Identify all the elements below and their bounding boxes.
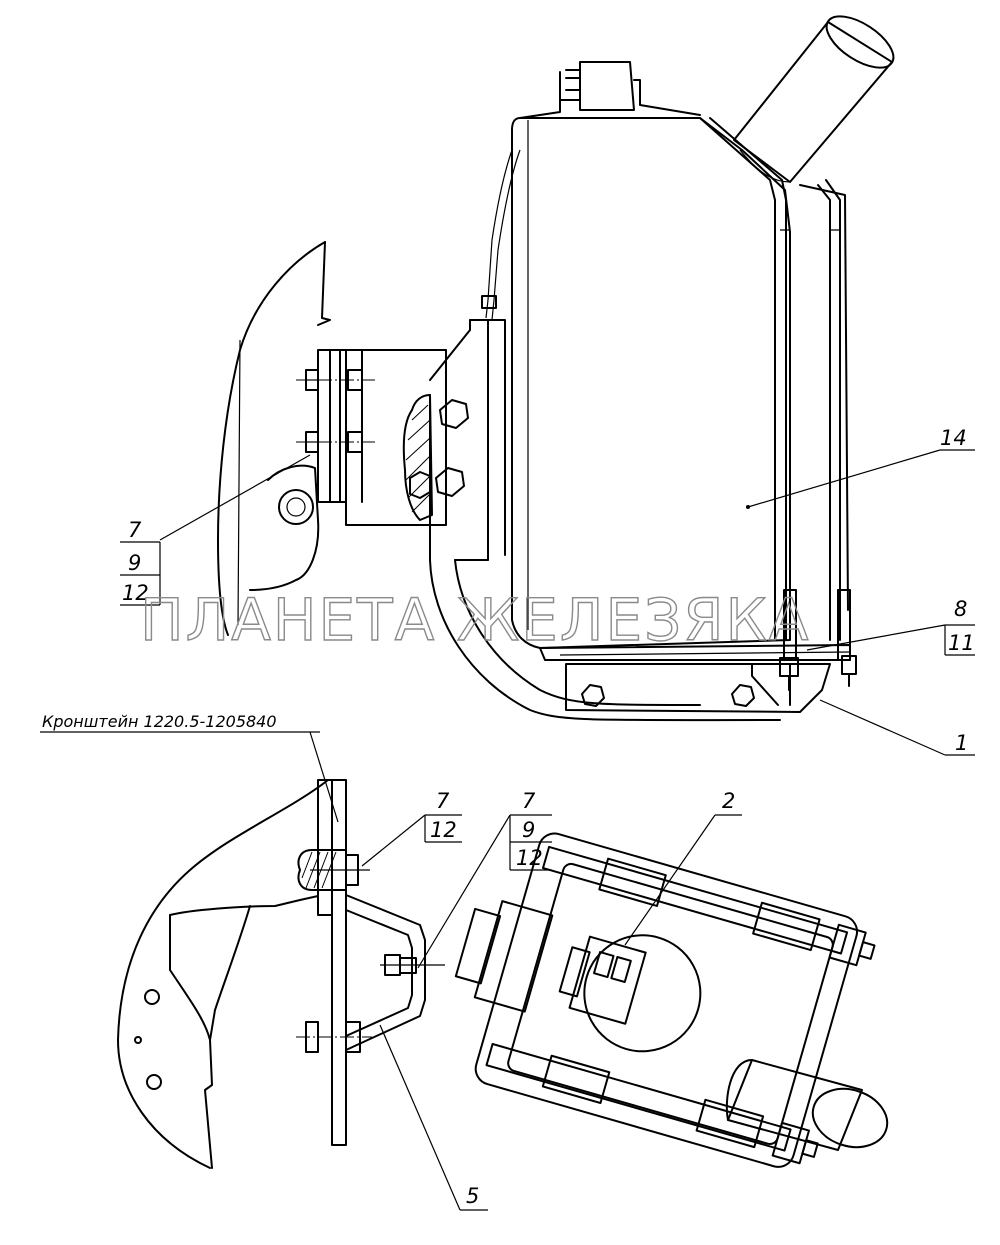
bent-bracket: [345, 894, 426, 1051]
callout-group-mid: 7 12: [424, 789, 462, 843]
callout-1: 1: [955, 731, 968, 755]
pipe-end: [825, 15, 895, 69]
callout-7b: 7: [436, 789, 450, 813]
nut: [347, 369, 363, 391]
mount-plate-outer: [317, 349, 347, 503]
callout-5: 5: [466, 1184, 479, 1208]
frame-hole: [146, 1074, 162, 1090]
callout-group-right: 8 11: [944, 597, 975, 656]
callout-9: 9: [128, 551, 141, 575]
connector-block: [568, 935, 647, 1025]
electrical-connector: [579, 61, 635, 111]
bottom-plate: [565, 663, 831, 713]
callout-group-mid2: 7 9 12: [509, 789, 552, 871]
callout-group-top-left: 7 9 12: [120, 518, 161, 606]
nut: [347, 431, 363, 453]
cylinder: [727, 1059, 863, 1151]
mount-plate-inner: [345, 349, 447, 526]
battery-assembly: [454, 832, 876, 1168]
frame-contour-bottom: [117, 779, 329, 1169]
callout-7: 7: [128, 518, 142, 542]
clamp-bar: [542, 845, 849, 955]
tank-strap: [817, 184, 831, 641]
frame-cutaway: [249, 464, 320, 591]
clamp-bar: [485, 1042, 792, 1152]
strap-clamp: [837, 589, 851, 661]
callout-12: 12: [122, 581, 149, 605]
bracket-plate: [317, 779, 333, 916]
hex-bolt: [581, 684, 605, 707]
watermark: ПЛАНЕТА ЖЕЛЕЗЯКА: [140, 586, 810, 654]
callout-14: 14: [940, 426, 967, 450]
callout-7c: 7: [522, 789, 536, 813]
frame-contour-top: [217, 241, 326, 636]
outlet-pipe: [733, 21, 893, 183]
callout-8: 8: [954, 597, 967, 621]
top-assembly: [217, 15, 895, 722]
bottom-assembly: [117, 779, 889, 1169]
frame-hole: [134, 1036, 142, 1044]
cylinder-end: [811, 1087, 889, 1149]
frame-hole: [144, 989, 160, 1005]
callout-12c: 12: [516, 846, 543, 870]
hex-bolt: [435, 467, 465, 497]
bracket-caption: Кронштейн 1220.5-1205840: [42, 712, 277, 731]
strap-end: [828, 923, 867, 967]
center-port: [583, 934, 702, 1053]
callout-11: 11: [948, 631, 975, 655]
tank-body: [511, 117, 791, 649]
callout-2: 2: [722, 789, 735, 813]
hex-bolt: [439, 399, 469, 429]
wire: [485, 149, 513, 319]
bracket-section: [402, 394, 433, 521]
bracket-plate-long: [331, 779, 347, 1146]
tank-strap: [699, 117, 776, 641]
frame-hole: [278, 489, 314, 525]
support-bracket: [429, 559, 781, 722]
hex-bolt: [409, 471, 431, 499]
callout-9c: 9: [522, 818, 535, 842]
callout-12b: 12: [430, 818, 457, 842]
hex-bolt: [731, 684, 755, 707]
strap-clamp: [783, 589, 797, 661]
